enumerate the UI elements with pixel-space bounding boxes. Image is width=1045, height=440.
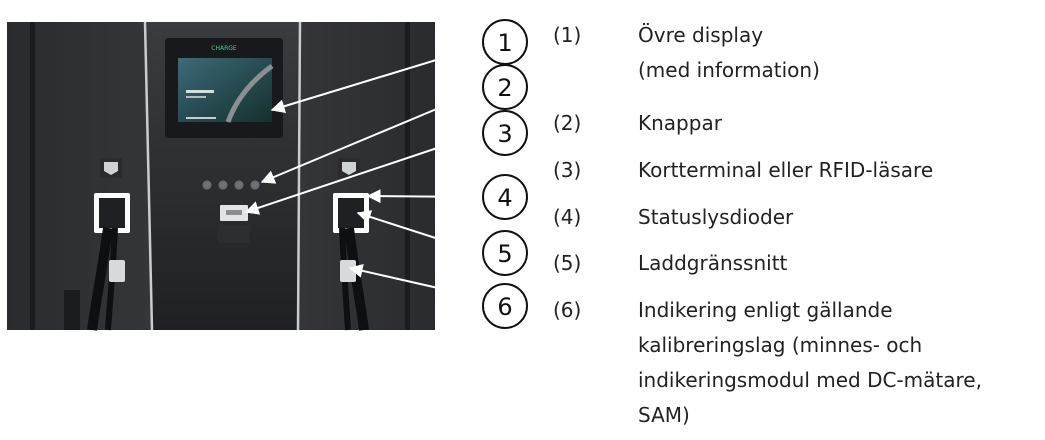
screen-logo: CHARGE bbox=[211, 45, 237, 52]
legend-number: (3) bbox=[553, 158, 582, 182]
card-terminal bbox=[218, 205, 250, 243]
callout-label-6: 6 bbox=[497, 293, 512, 321]
charger-illustration: CHARGE bbox=[7, 19, 528, 331]
callout-label-3: 3 bbox=[497, 120, 512, 148]
legend-number: (6) bbox=[553, 298, 582, 322]
legend-text: Knappar bbox=[638, 111, 722, 135]
upper-display: CHARGE bbox=[165, 38, 283, 138]
button-3 bbox=[234, 180, 244, 190]
leader-line-1 bbox=[270, 45, 483, 114]
leader-line-2 bbox=[260, 89, 483, 184]
callout-circle-2 bbox=[482, 64, 528, 110]
charger-figure: CHARGE bbox=[7, 19, 528, 331]
callout-label-5: 5 bbox=[497, 240, 512, 268]
callouts: 1 2 3 4 5 6 bbox=[482, 19, 528, 329]
legend-number: (2) bbox=[553, 111, 582, 135]
legend-number: (1) bbox=[553, 23, 582, 47]
leader-lines bbox=[244, 45, 483, 299]
legend-text: Laddgränssnitt bbox=[638, 251, 788, 275]
legend-number: (5) bbox=[553, 251, 582, 275]
callout-label-1: 1 bbox=[497, 29, 512, 57]
leader-line-4 bbox=[366, 189, 483, 204]
legend-text: Indikering enligt gällande kalibreringsl… bbox=[638, 298, 982, 427]
right-charging-unit bbox=[333, 158, 369, 331]
left-charging-unit bbox=[64, 158, 130, 331]
callout-circle-3 bbox=[482, 110, 528, 156]
leader-line-6 bbox=[348, 263, 483, 299]
leader-line-5 bbox=[356, 210, 483, 254]
legend-text: Övre display (med information) bbox=[638, 23, 820, 82]
calibration-indicator bbox=[340, 260, 356, 282]
callout-circle-4 bbox=[482, 174, 528, 220]
callout-circle-5 bbox=[482, 230, 528, 276]
legend-text: Kortterminal eller RFID-läsare bbox=[638, 158, 934, 182]
leader-line-3 bbox=[244, 132, 483, 215]
buttons bbox=[202, 180, 260, 190]
callout-label-2: 2 bbox=[497, 74, 512, 102]
button-1 bbox=[202, 180, 212, 190]
button-2 bbox=[218, 180, 228, 190]
legend-number: (4) bbox=[553, 205, 582, 229]
callout-circle-6 bbox=[482, 283, 528, 329]
legend-text: Statuslysdioder bbox=[638, 205, 794, 229]
button-4 bbox=[250, 180, 260, 190]
callout-label-4: 4 bbox=[497, 184, 512, 212]
